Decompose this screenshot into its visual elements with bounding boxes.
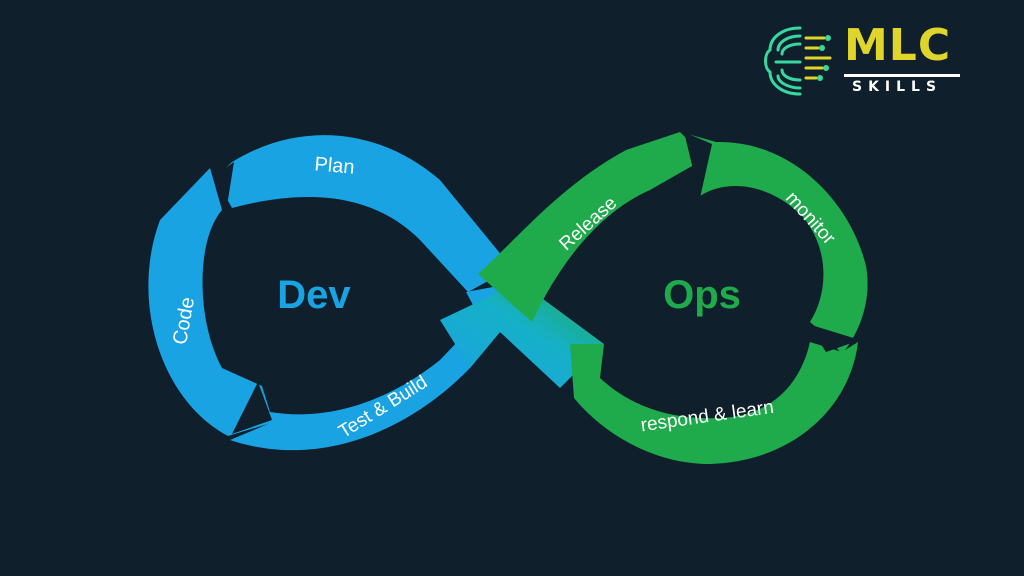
plan-label: Plan: [314, 153, 356, 178]
ops-label: Ops: [663, 273, 741, 317]
arrow-notch: [808, 324, 860, 352]
release-segment: [478, 132, 706, 322]
dev-label: Dev: [277, 273, 351, 317]
logo-wordmark: MLC: [844, 20, 952, 71]
arrow-notch: [214, 162, 234, 212]
logo-underline: [844, 74, 960, 77]
plan-segment: [215, 135, 512, 292]
brain-circuit-icon: [764, 26, 832, 96]
monitor-segment: [688, 134, 868, 354]
mlc-skills-logo: MLC SKILLS: [760, 22, 970, 102]
arrow-notch: [684, 132, 712, 198]
arrow-notch: [232, 382, 272, 434]
logo-tagline: SKILLS: [852, 79, 943, 95]
crossover-band: [440, 282, 604, 388]
respond-learn-segment: [570, 342, 858, 464]
code-segment: [148, 168, 268, 436]
